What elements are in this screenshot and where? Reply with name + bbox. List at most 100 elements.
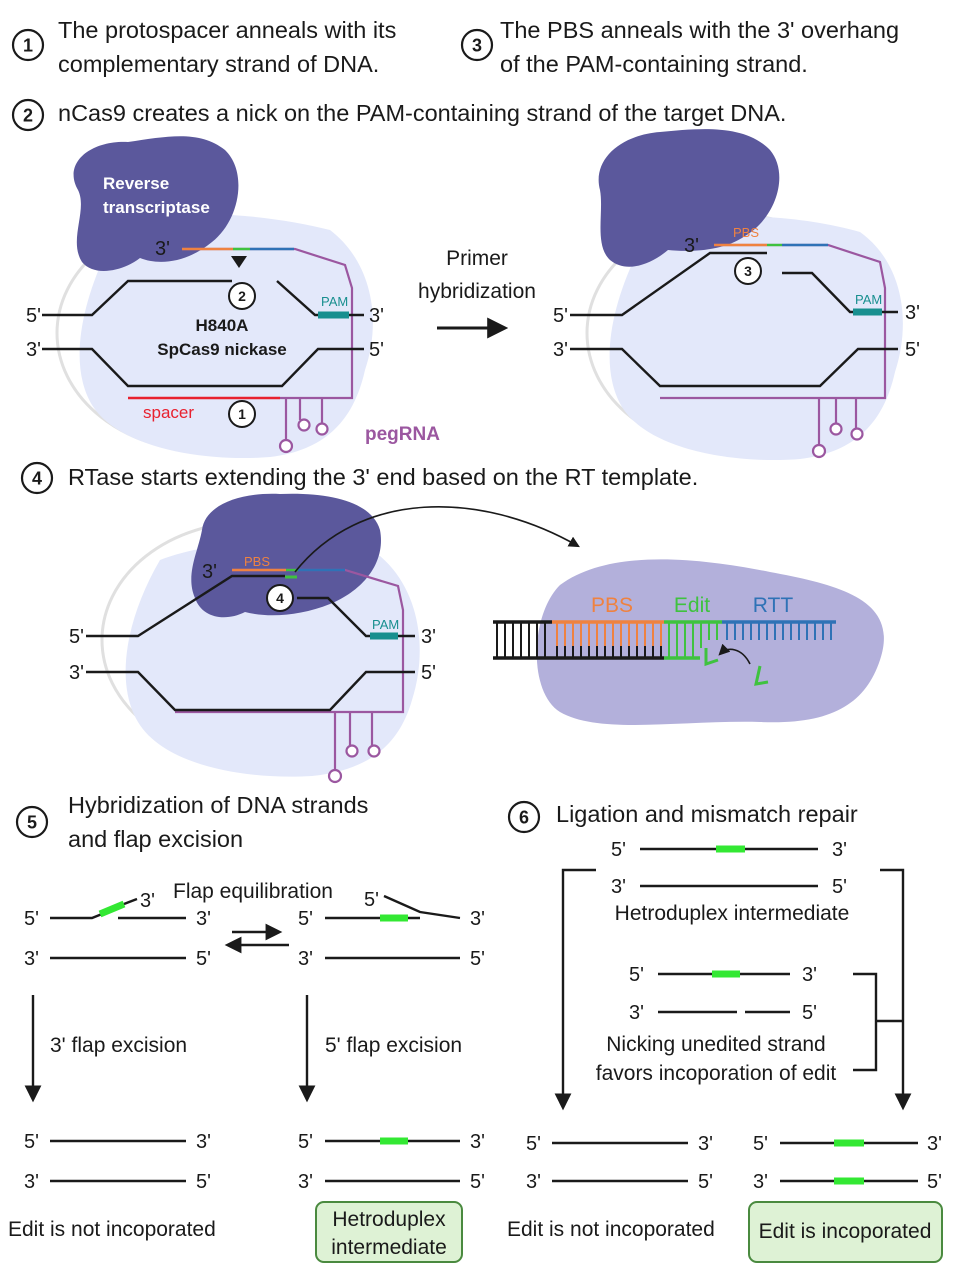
target-strand-2: [570, 347, 898, 388]
step-3-heading: 3 The PBS anneals with the 3' overhang o…: [460, 17, 899, 77]
marker-1-number: 1: [238, 406, 246, 422]
hetero-caption: Hetroduplex intermediate: [615, 902, 850, 925]
cas9-label-line-1: H840A: [196, 316, 249, 335]
flap5-label-5prime-bottom: 5': [470, 948, 485, 970]
step-1-heading: 1 The protospacer anneals with its compl…: [11, 17, 396, 77]
panel-nicking: Reverse transcriptase 3' pegRNA spacer 1…: [26, 136, 440, 459]
flap3-edit: [98, 900, 126, 918]
marker-3: [734, 257, 762, 285]
reverse-transcriptase-shape: [73, 136, 239, 271]
rt-label-line-1: Reverse: [103, 174, 169, 193]
flap5-label-3prime-bottom: 3': [298, 948, 313, 970]
stem-loop-5-circle: [829, 422, 843, 436]
step-6-number: 6: [519, 808, 529, 828]
hetero-label-5prime: 5': [611, 839, 626, 861]
final-b-label-5prime-b: 5': [927, 1171, 942, 1193]
nicking-caption-line-2: favors incoporation of edit: [596, 1062, 837, 1085]
result-a-caption: Edit is not incoporated: [8, 1218, 216, 1241]
step-5-line-1: Hybridization of DNA strands: [68, 792, 368, 818]
pegrna-label: pegRNA: [365, 424, 440, 445]
step-1-number: 1: [23, 36, 33, 56]
zoom-pbs-label: PBS: [591, 594, 633, 617]
stem-loop-9-circle: [367, 744, 381, 758]
final-a-label-5prime: 5': [526, 1133, 541, 1155]
flap3-label-3prime-flap: 3': [140, 890, 155, 912]
panel-zoom-detail: PBS Edit RTT: [493, 559, 884, 725]
result-b-label-3prime: 3': [470, 1131, 485, 1153]
pam-label-3: PAM: [372, 617, 399, 632]
nicking-caption-line-1: Nicking unedited strand: [606, 1033, 825, 1056]
label-3prime-overhang-2: 3': [684, 235, 699, 257]
step-3-line-1: The PBS anneals with the 3' overhang: [500, 17, 899, 43]
flap3-label-3prime-bottom: 3': [24, 948, 39, 970]
cas9-label-line-2: SpCas9 nickase: [157, 340, 286, 359]
label-5prime-top-2: 5': [553, 305, 568, 327]
final-b-label-3prime: 3': [927, 1133, 942, 1155]
branch-arrow-right: [880, 868, 912, 1111]
pam-strand-left-2: [570, 251, 767, 317]
step-2-number: 2: [23, 106, 33, 126]
label-3prime-top-3: 3': [421, 626, 436, 648]
spacer-label: spacer: [143, 403, 194, 422]
marker-4-number: 4: [276, 590, 284, 606]
flap3-excision-label: 3' flap excision: [50, 1034, 187, 1057]
nicking-bracket: [853, 972, 903, 1072]
label-3prime-bottom: 3': [26, 339, 41, 361]
edit-incorporated-caption: Edit is incoporated: [759, 1220, 932, 1243]
step-3-line-2: of the PAM-containing strand.: [500, 51, 808, 77]
step-4-text: RTase starts extending the 3' end based …: [68, 464, 698, 490]
heteroduplex-box-line-2: intermediate: [331, 1236, 447, 1259]
panel-primer-hybridization: PBS PAM 3' 5' 3' 3' 5' 3: [553, 129, 920, 461]
final-b-label-3prime-b: 3': [753, 1171, 768, 1193]
zoom-callout-arrow: [294, 506, 580, 573]
heteroduplex-box-line-1: Hetroduplex: [332, 1208, 446, 1231]
step-2-text: nCas9 creates a nick on the PAM-containi…: [58, 100, 786, 126]
branch-arrow-left: [554, 868, 596, 1111]
result-b-label-5prime-b: 5': [470, 1171, 485, 1193]
step-5-line-2: and flap excision: [68, 826, 243, 852]
flap3-label-3prime-top: 3': [196, 908, 211, 930]
reverse-transcriptase-shape-3: [191, 493, 381, 618]
nucleotide-addition-arrow: [718, 643, 751, 665]
final-a-label-5prime-b: 5': [698, 1171, 713, 1193]
result-a-label-5prime: 5': [24, 1131, 39, 1153]
flap5-label-5prime-flap: 5': [364, 889, 379, 911]
flap3-label-5prime-top: 5': [24, 908, 39, 930]
label-5prime-bottom: 5': [369, 339, 384, 361]
flap3-tail: [123, 897, 138, 906]
cas9-nickase-shape-2: [609, 216, 903, 461]
pbs-label-2: PBS: [733, 225, 759, 240]
marker-2-number: 2: [238, 288, 246, 304]
final-a-label-3prime-b: 3': [526, 1171, 541, 1193]
stem-loop-7-circle: [327, 768, 343, 784]
rtase-zoom-shape: [536, 559, 884, 725]
incoming-nucleotide-2: [754, 665, 769, 686]
panel-ligation-repair: 5' 3' 3' 5' Hetroduplex intermediate 5' …: [507, 839, 943, 1263]
label-3prime-top: 3': [369, 305, 384, 327]
nicked-label-3prime: 3': [802, 964, 817, 986]
pam-strand-left: [42, 279, 232, 317]
step-1-line-2: complementary strand of DNA.: [58, 51, 379, 77]
result-a-label-3prime: 3': [196, 1131, 211, 1153]
label-3prime-top-2: 3': [905, 302, 920, 324]
final-b-label-5prime: 5': [753, 1133, 768, 1155]
zoom-rungs-dna: [496, 622, 546, 658]
result-b-label-5prime: 5': [298, 1131, 313, 1153]
flap5-label-5prime-top: 5': [298, 908, 313, 930]
panel-reverse-transcription: PBS PAM 3' 5' 3' 3' 5' 4: [69, 493, 580, 784]
step-1-line-1: The protospacer anneals with its: [58, 17, 396, 43]
label-5prime-bottom-2: 5': [905, 339, 920, 361]
result-a-label-5prime-b: 5': [196, 1171, 211, 1193]
stem-loop-3-circle: [315, 422, 329, 436]
pam-strand-left-3: [86, 574, 285, 638]
heteroduplex-box: [315, 1201, 463, 1263]
hetero-label-3prime-b: 3': [611, 876, 626, 898]
pam-label-2: PAM: [855, 292, 882, 307]
flap3-label-5prime-bottom: 5': [196, 948, 211, 970]
zoom-rungs-edit: [668, 622, 718, 658]
label-3prime-bottom-2: 3': [553, 339, 568, 361]
step-5-number: 5: [27, 813, 37, 833]
flap3-top-left: [50, 912, 103, 920]
zoom-edit-label: Edit: [674, 594, 710, 617]
panel-flap-excision: Flap equilibration 3' 5' 3' 3' 5' 5' 5' …: [8, 880, 485, 1263]
